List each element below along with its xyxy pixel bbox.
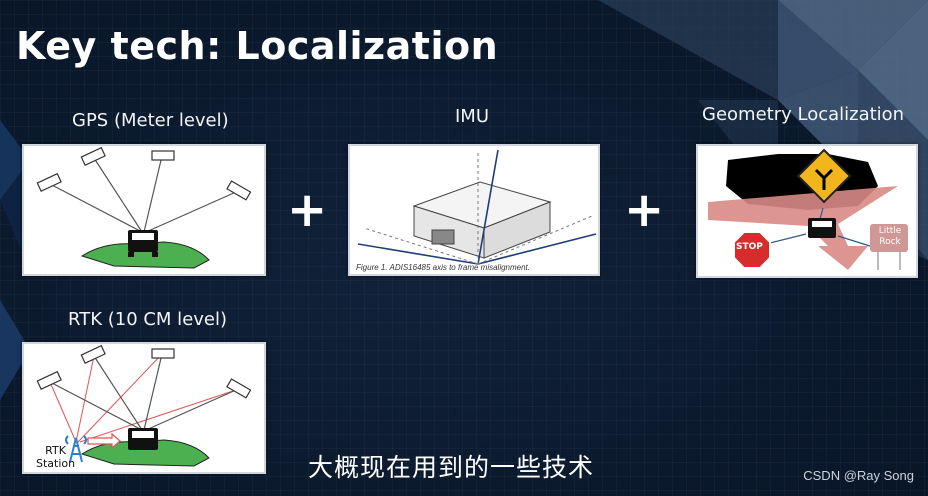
geometry-label: Geometry Localization xyxy=(702,104,905,125)
watermark: CSDN @Ray Song xyxy=(803,468,914,483)
stop-sign-icon xyxy=(733,231,771,269)
satellite-icons xyxy=(36,146,252,201)
gps-signal-lines xyxy=(49,155,237,233)
intersection-sign-icon xyxy=(796,148,852,204)
rtk-station-line1: RTK xyxy=(45,444,66,457)
rtk-label: RTK (10 CM level) xyxy=(68,309,228,330)
car-icon xyxy=(808,218,836,238)
satellite-icons xyxy=(36,344,252,399)
imu-figure-caption: Figure 1. ADIS16485 axis to frame misali… xyxy=(356,263,531,272)
gps-label: GPS (Meter level) xyxy=(72,110,229,131)
geometry-diagram: STOP Little Rock xyxy=(696,144,918,278)
rtk-station-line2: Station xyxy=(36,457,76,470)
axis-arrows xyxy=(357,149,597,265)
imu-box-icon xyxy=(412,181,552,259)
gps-signal-lines xyxy=(49,353,237,431)
gps-diagram xyxy=(22,144,266,276)
little-rock-line1: Little xyxy=(878,226,902,236)
rtk-link-arrow-icon xyxy=(87,432,121,450)
slide-title: Key tech: Localization xyxy=(16,24,499,68)
rtk-correction-lines xyxy=(49,353,237,443)
rtk-tower-icon xyxy=(65,435,87,463)
little-rock-sign-text: Little Rock xyxy=(874,226,906,248)
road-arrow-icon xyxy=(708,186,898,270)
rtk-diagram: RTK Station xyxy=(22,342,266,474)
stop-sign-text: STOP xyxy=(736,242,763,252)
car-icon xyxy=(128,428,158,450)
little-rock-line2: Rock xyxy=(879,237,901,247)
plus-operator-2: + xyxy=(624,182,665,238)
imu-label: IMU xyxy=(455,106,490,127)
terrain-icon xyxy=(80,241,210,269)
plus-operator-1: + xyxy=(287,182,328,238)
little-rock-sign-icon xyxy=(870,224,908,270)
rtk-station-label: RTK Station xyxy=(36,444,75,470)
subtitle-caption: 大概现在用到的一些技术 xyxy=(308,453,595,482)
car-icon xyxy=(128,230,158,257)
imu-diagram: Figure 1. ADIS16485 axis to frame misali… xyxy=(348,144,600,276)
